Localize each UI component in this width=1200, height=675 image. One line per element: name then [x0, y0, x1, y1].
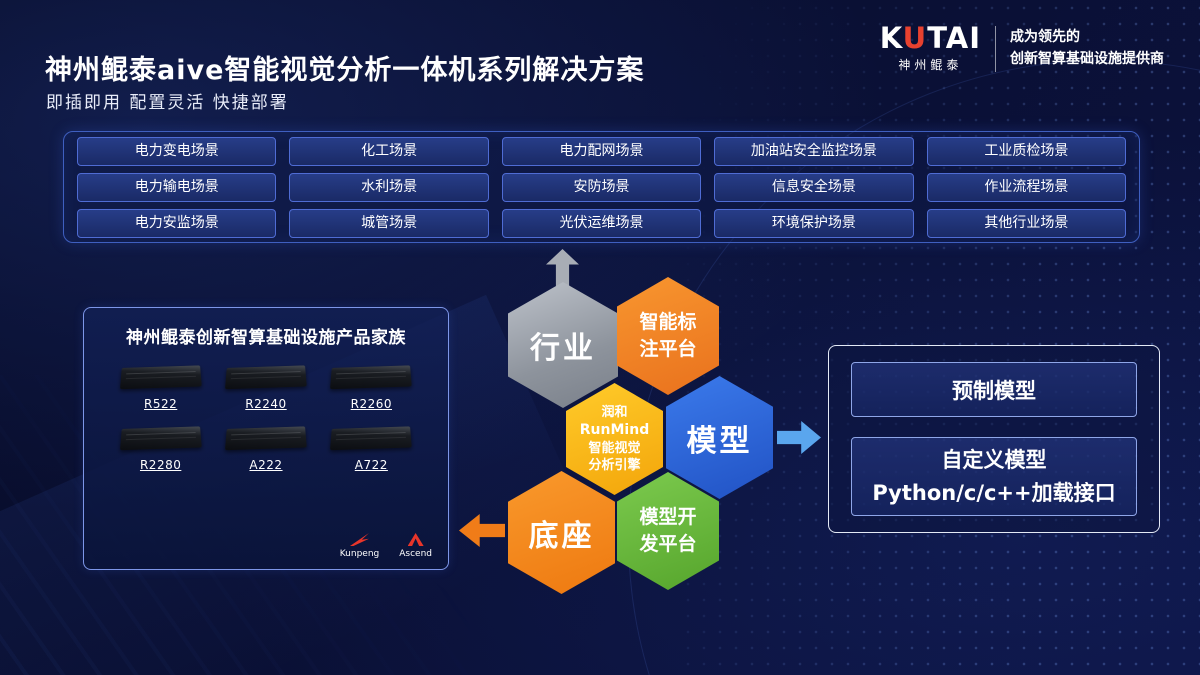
custom-model-line2: Python/c/c++加载接口 [872, 480, 1116, 505]
brand-logos: Kunpeng Ascend [340, 533, 432, 559]
scenario-chip-water: 水利场景 [289, 172, 489, 202]
scenario-chip-security: 安防场景 [501, 172, 702, 202]
scenario-chip-info-security: 信息安全场景 [714, 172, 914, 202]
prebuilt-model-box: 预制模型 [851, 362, 1137, 417]
scenario-row: 电力安监场景 城管场景 光伏运维场景 环境保护场景 其他行业场景 [77, 208, 1127, 238]
scenario-chip-power-distribution: 电力配网场景 [501, 136, 702, 166]
scenario-row: 电力输电场景 水利场景 安防场景 信息安全场景 作业流程场景 [77, 172, 1127, 202]
scenario-chip-power-safety: 电力安监场景 [77, 208, 277, 238]
brand-slogan-line2: 创新智算基础设施提供商 [1010, 50, 1164, 67]
scenario-chip-industrial-inspection: 工业质检场景 [926, 136, 1127, 166]
runmind-engine-hexagon: 润和 RunMind 智能视觉 分析引擎 [566, 383, 663, 495]
scenario-chip-chemical: 化工场景 [289, 136, 489, 166]
model-types-panel: 预制模型 自定义模型 Python/c/c++加载接口 [828, 345, 1160, 533]
kunpeng-brand: Kunpeng [339, 533, 380, 559]
base-hexagon-label: 底座 [528, 518, 595, 554]
server-item: R2280 [108, 426, 213, 472]
kuntai-letter-k: K [879, 21, 903, 55]
brand-slogan-line1: 成为领先的 [1010, 28, 1080, 45]
ascend-label: Ascend [399, 549, 432, 559]
product-family-title: 神州鲲泰创新智算基础设施产品家族 [126, 328, 406, 348]
server-image [224, 365, 307, 390]
server-model-label: R2260 [350, 397, 393, 411]
annotation-hexagon-line2: 注平台 [639, 338, 697, 360]
up-arrow-icon [546, 249, 579, 286]
server-image [330, 426, 413, 451]
server-item: R2260 [319, 365, 424, 411]
annotation-hexagon-line1: 智能标 [639, 311, 697, 334]
dev-hexagon-line1: 模型开 [639, 506, 697, 529]
server-item: A222 [213, 426, 318, 472]
custom-model-box: 自定义模型 Python/c/c++加载接口 [851, 437, 1137, 516]
runmind-line2: RunMind [579, 422, 650, 439]
kuntai-logo: KUTAI 神州鲲泰 [880, 24, 981, 73]
brand-logo-block: KUTAI 神州鲲泰 成为领先的 创新智算基础设施提供商 [880, 24, 1164, 73]
server-item: R522 [108, 365, 213, 411]
scenario-panel: 电力变电场景 化工场景 电力配网场景 加油站安全监控场景 工业质检场景 电力输电… [63, 131, 1140, 243]
scenario-chip-other-industry: 其他行业场景 [926, 208, 1127, 238]
scenario-chip-power-substation: 电力变电场景 [77, 136, 277, 166]
industry-hexagon-label: 行业 [530, 331, 596, 366]
kunpeng-icon [349, 533, 369, 546]
server-grid: R522 R2240 R2260 R2280 A222 A722 [84, 348, 448, 472]
kuntai-letters-tai: TAI [927, 21, 981, 55]
runmind-line4: 分析引擎 [588, 457, 641, 473]
scenario-chip-city-management: 城管场景 [289, 208, 489, 238]
server-image [330, 365, 413, 390]
scenario-chip-gas-station: 加油站安全监控场景 [714, 136, 914, 166]
server-model-label: R2280 [139, 458, 182, 472]
dev-hexagon-line2: 发平台 [639, 533, 697, 555]
server-model-label: R2240 [245, 397, 287, 411]
scenario-chip-workflow: 作业流程场景 [926, 172, 1127, 202]
kuntai-letter-u-icon: U [902, 21, 928, 55]
page-title: 神州鲲泰aive智能视觉分析一体机系列解决方案 [45, 55, 645, 87]
prebuilt-model-label: 预制模型 [952, 378, 1036, 403]
server-model-label: R522 [144, 397, 178, 411]
brand-slogan: 成为领先的 创新智算基础设施提供商 [1010, 27, 1164, 70]
runmind-line1: 润和 [601, 405, 628, 421]
server-image [119, 365, 202, 390]
scenario-row: 电力变电场景 化工场景 电力配网场景 加油站安全监控场景 工业质检场景 [77, 136, 1127, 166]
custom-model-line1: 自定义模型 [941, 447, 1047, 472]
server-item: R2240 [213, 365, 318, 411]
ascend-brand: Ascend [399, 533, 432, 559]
server-model-label: A222 [249, 458, 283, 472]
kunpeng-label: Kunpeng [339, 549, 380, 559]
runmind-line3: 智能视觉 [588, 440, 641, 456]
scenario-chip-environment: 环境保护场景 [714, 208, 914, 238]
server-model-label: A722 [354, 458, 388, 472]
kuntai-wordmark: KUTAI [880, 24, 981, 53]
server-image [119, 426, 202, 451]
scenario-chip-photovoltaic: 光伏运维场景 [501, 208, 702, 238]
ascend-icon [407, 533, 424, 546]
server-image [224, 426, 307, 451]
scenario-chip-power-transmission: 电力输电场景 [77, 172, 277, 202]
model-hexagon-label: 模型 [686, 423, 753, 459]
page-subtitle: 即插即用 配置灵活 快捷部署 [46, 93, 289, 113]
server-item: A722 [319, 426, 424, 472]
product-family-panel: 神州鲲泰创新智算基础设施产品家族 R522 R2240 R2260 R2280 … [83, 307, 449, 570]
logo-divider [995, 25, 996, 72]
kuntai-chinese-name: 神州鲲泰 [898, 58, 963, 72]
